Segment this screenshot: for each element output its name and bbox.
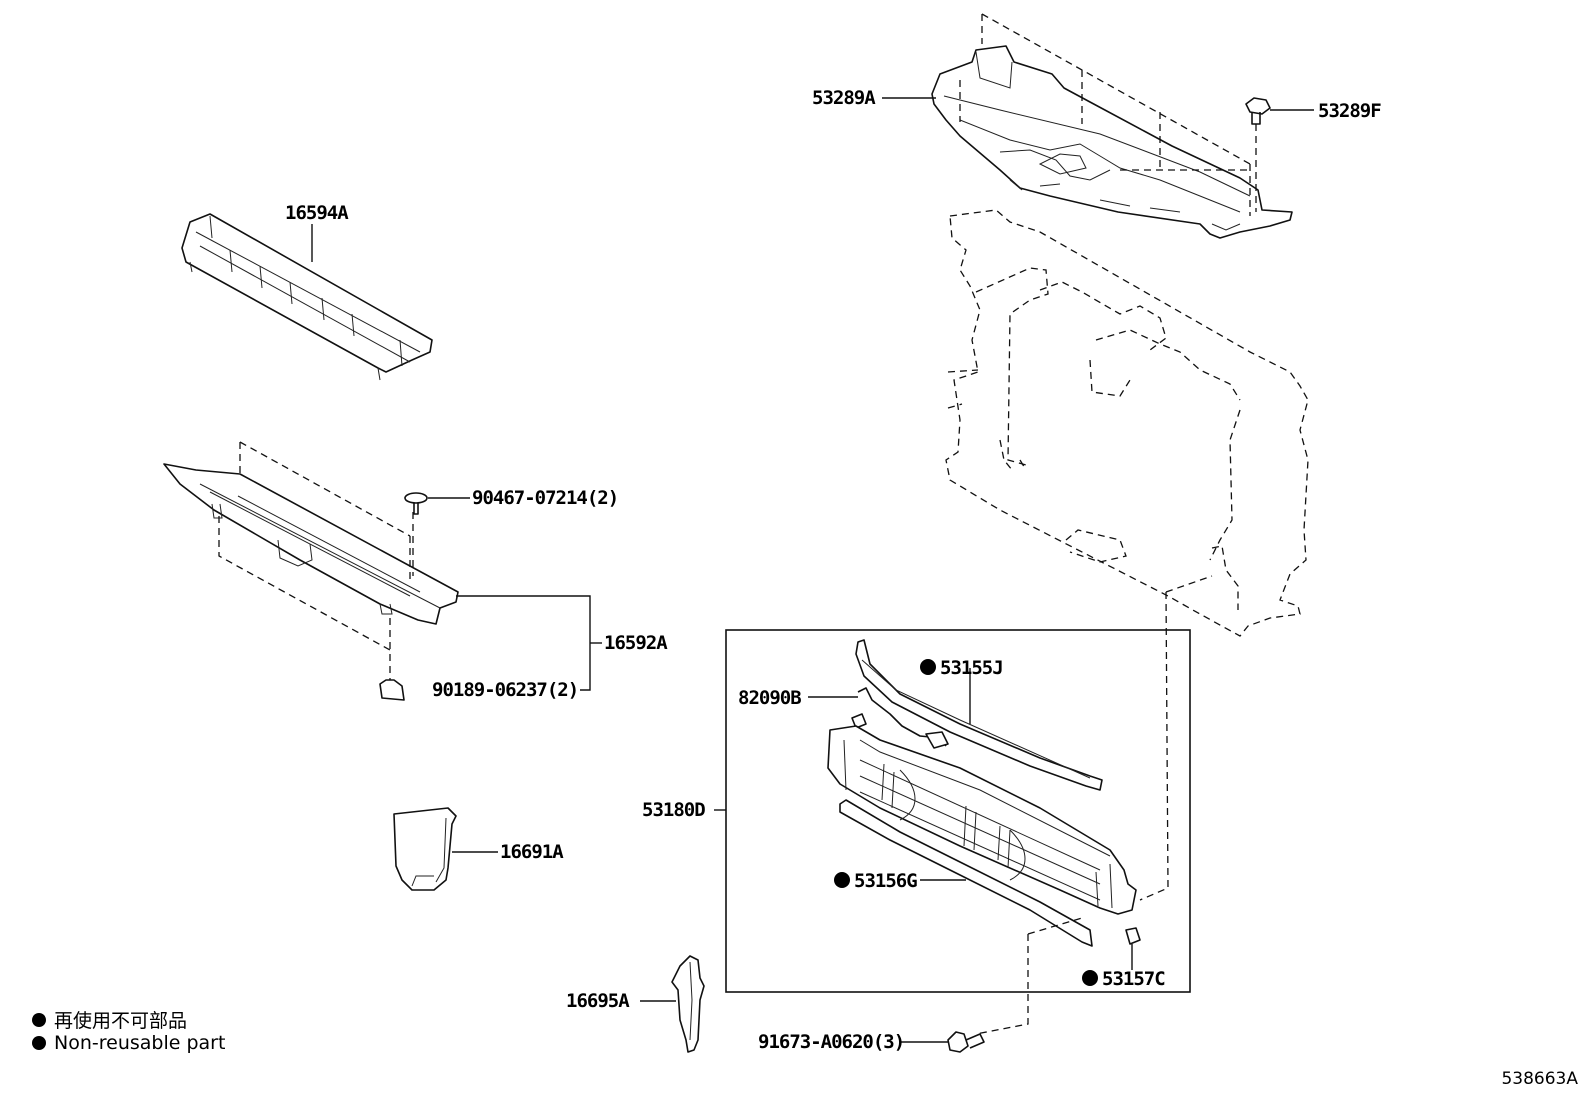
label-90189: 90189-06237(2) xyxy=(432,679,578,701)
part-82090b-drawing xyxy=(851,687,949,749)
part-53156g-drawing xyxy=(839,799,1093,947)
leader-16592a xyxy=(428,497,602,691)
label-16691a: 16691A xyxy=(500,841,564,863)
legend-bullet-icon xyxy=(32,1036,46,1050)
clip-90189-drawing xyxy=(379,679,405,701)
label-82090b: 82090B xyxy=(738,687,801,709)
label-53156g: 53156G xyxy=(854,870,917,892)
legend-japanese-text: 再使用不可部品 xyxy=(54,1010,188,1032)
legend-bullet-icon xyxy=(32,1012,46,1027)
part-53289a-drawing xyxy=(931,45,1293,239)
clip-53289f-drawing xyxy=(1245,97,1271,125)
legend-japanese: 再使用不可部品 xyxy=(32,1006,187,1033)
legend-english-text: Non-reusable part xyxy=(54,1032,226,1054)
label-53157c: 53157C xyxy=(1102,968,1165,990)
bolt-91673-drawing xyxy=(947,1031,985,1053)
label-53155j: 53155J xyxy=(940,657,1003,679)
grille-shutter-assembly xyxy=(827,725,1137,915)
non-reusable-dot-53155j xyxy=(920,659,936,675)
clip-90467-drawing xyxy=(404,492,428,515)
part-16592a-drawing xyxy=(163,463,459,625)
assembly-dash-lines xyxy=(975,575,1213,1035)
reference-number: 538663A xyxy=(1501,1069,1578,1089)
label-91673: 91673-A0620(3) xyxy=(758,1031,904,1053)
label-16695a: 16695A xyxy=(566,990,630,1012)
part-53155j-drawing xyxy=(855,639,1103,791)
label-53289f: 53289F xyxy=(1318,100,1381,122)
assembly-53180d-frame xyxy=(725,629,1191,993)
part-53157c-drawing xyxy=(1125,927,1141,945)
label-16592a: 16592A xyxy=(604,632,668,654)
radiator-support-phantom xyxy=(945,209,1309,637)
non-reusable-dot-53156g xyxy=(834,872,850,888)
part-16691a-drawing xyxy=(393,807,457,891)
part-16695a-drawing xyxy=(671,955,705,1053)
non-reusable-dot-53157c xyxy=(1082,970,1098,986)
part-16592a-dash-lines xyxy=(218,441,414,682)
part-53289a-dash-lines xyxy=(959,13,1257,216)
label-53289a: 53289A xyxy=(812,87,876,109)
label-16594a: 16594A xyxy=(285,202,349,224)
label-90467: 90467-07214(2) xyxy=(472,487,618,509)
label-53180d: 53180D xyxy=(642,799,705,821)
legend-english: Non-reusable part xyxy=(32,1032,225,1054)
part-16594a-drawing xyxy=(181,213,433,381)
